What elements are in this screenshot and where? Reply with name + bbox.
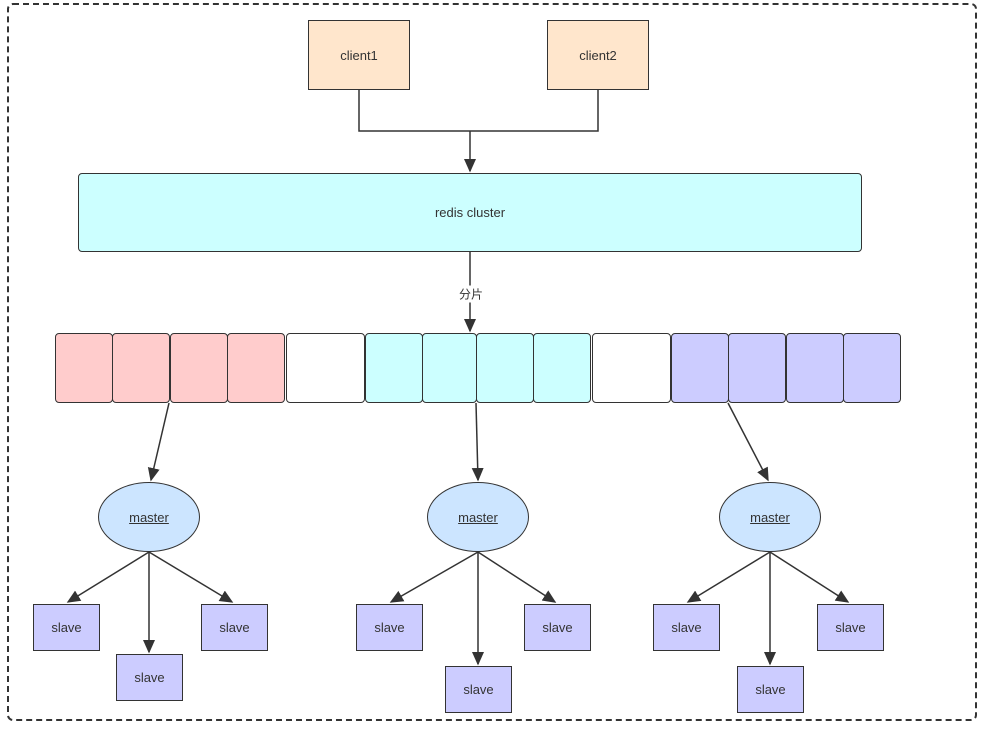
master3-to-slave-left: [686, 551, 771, 603]
slot-8[interactable]: [476, 333, 534, 403]
client2-connector: [470, 90, 599, 132]
master1-to-slave-left: [66, 551, 150, 603]
slave-node-1b[interactable]: slave: [116, 654, 183, 701]
slot-5[interactable]: [286, 333, 365, 403]
slot-14[interactable]: [843, 333, 901, 403]
slot-1[interactable]: [55, 333, 113, 403]
slave-node-2c[interactable]: slave: [524, 604, 591, 651]
slot-3[interactable]: [170, 333, 228, 403]
slot-12[interactable]: [728, 333, 786, 403]
master1-to-slave-right: [148, 551, 234, 603]
master2-to-slave-right: [477, 551, 557, 603]
slave-node-1c[interactable]: slave: [201, 604, 268, 651]
master-node-1[interactable]: master: [98, 482, 200, 552]
master3-to-slave-right: [769, 551, 850, 603]
client1-connector: [358, 90, 470, 132]
redis-cluster-node[interactable]: redis cluster: [78, 173, 862, 252]
slave-node-2b[interactable]: slave: [445, 666, 512, 713]
master-node-3[interactable]: master: [719, 482, 821, 552]
slave-node-3a[interactable]: slave: [653, 604, 720, 651]
client2-node[interactable]: client2: [547, 20, 649, 90]
slave-node-3c[interactable]: slave: [817, 604, 884, 651]
slots-to-master-arrow-2: [471, 402, 484, 482]
slot-4[interactable]: [227, 333, 285, 403]
shard-edge-label: 分片: [456, 285, 486, 303]
slot-7[interactable]: [422, 333, 477, 403]
slave-node-2a[interactable]: slave: [356, 604, 423, 651]
slots-to-master-arrow-3: [727, 402, 769, 482]
master2-to-slave-left: [389, 551, 479, 603]
slot-9[interactable]: [533, 333, 591, 403]
slot-6[interactable]: [365, 333, 423, 403]
slot-10[interactable]: [592, 333, 671, 403]
slave-node-1a[interactable]: slave: [33, 604, 100, 651]
slots-to-master-arrow-1: [147, 402, 170, 482]
slot-13[interactable]: [786, 333, 844, 403]
slot-2[interactable]: [112, 333, 170, 403]
master-node-2[interactable]: master: [427, 482, 529, 552]
slave-node-3b[interactable]: slave: [737, 666, 804, 713]
diagram-frame: [7, 3, 977, 721]
client1-node[interactable]: client1: [308, 20, 410, 90]
slot-11[interactable]: [671, 333, 729, 403]
